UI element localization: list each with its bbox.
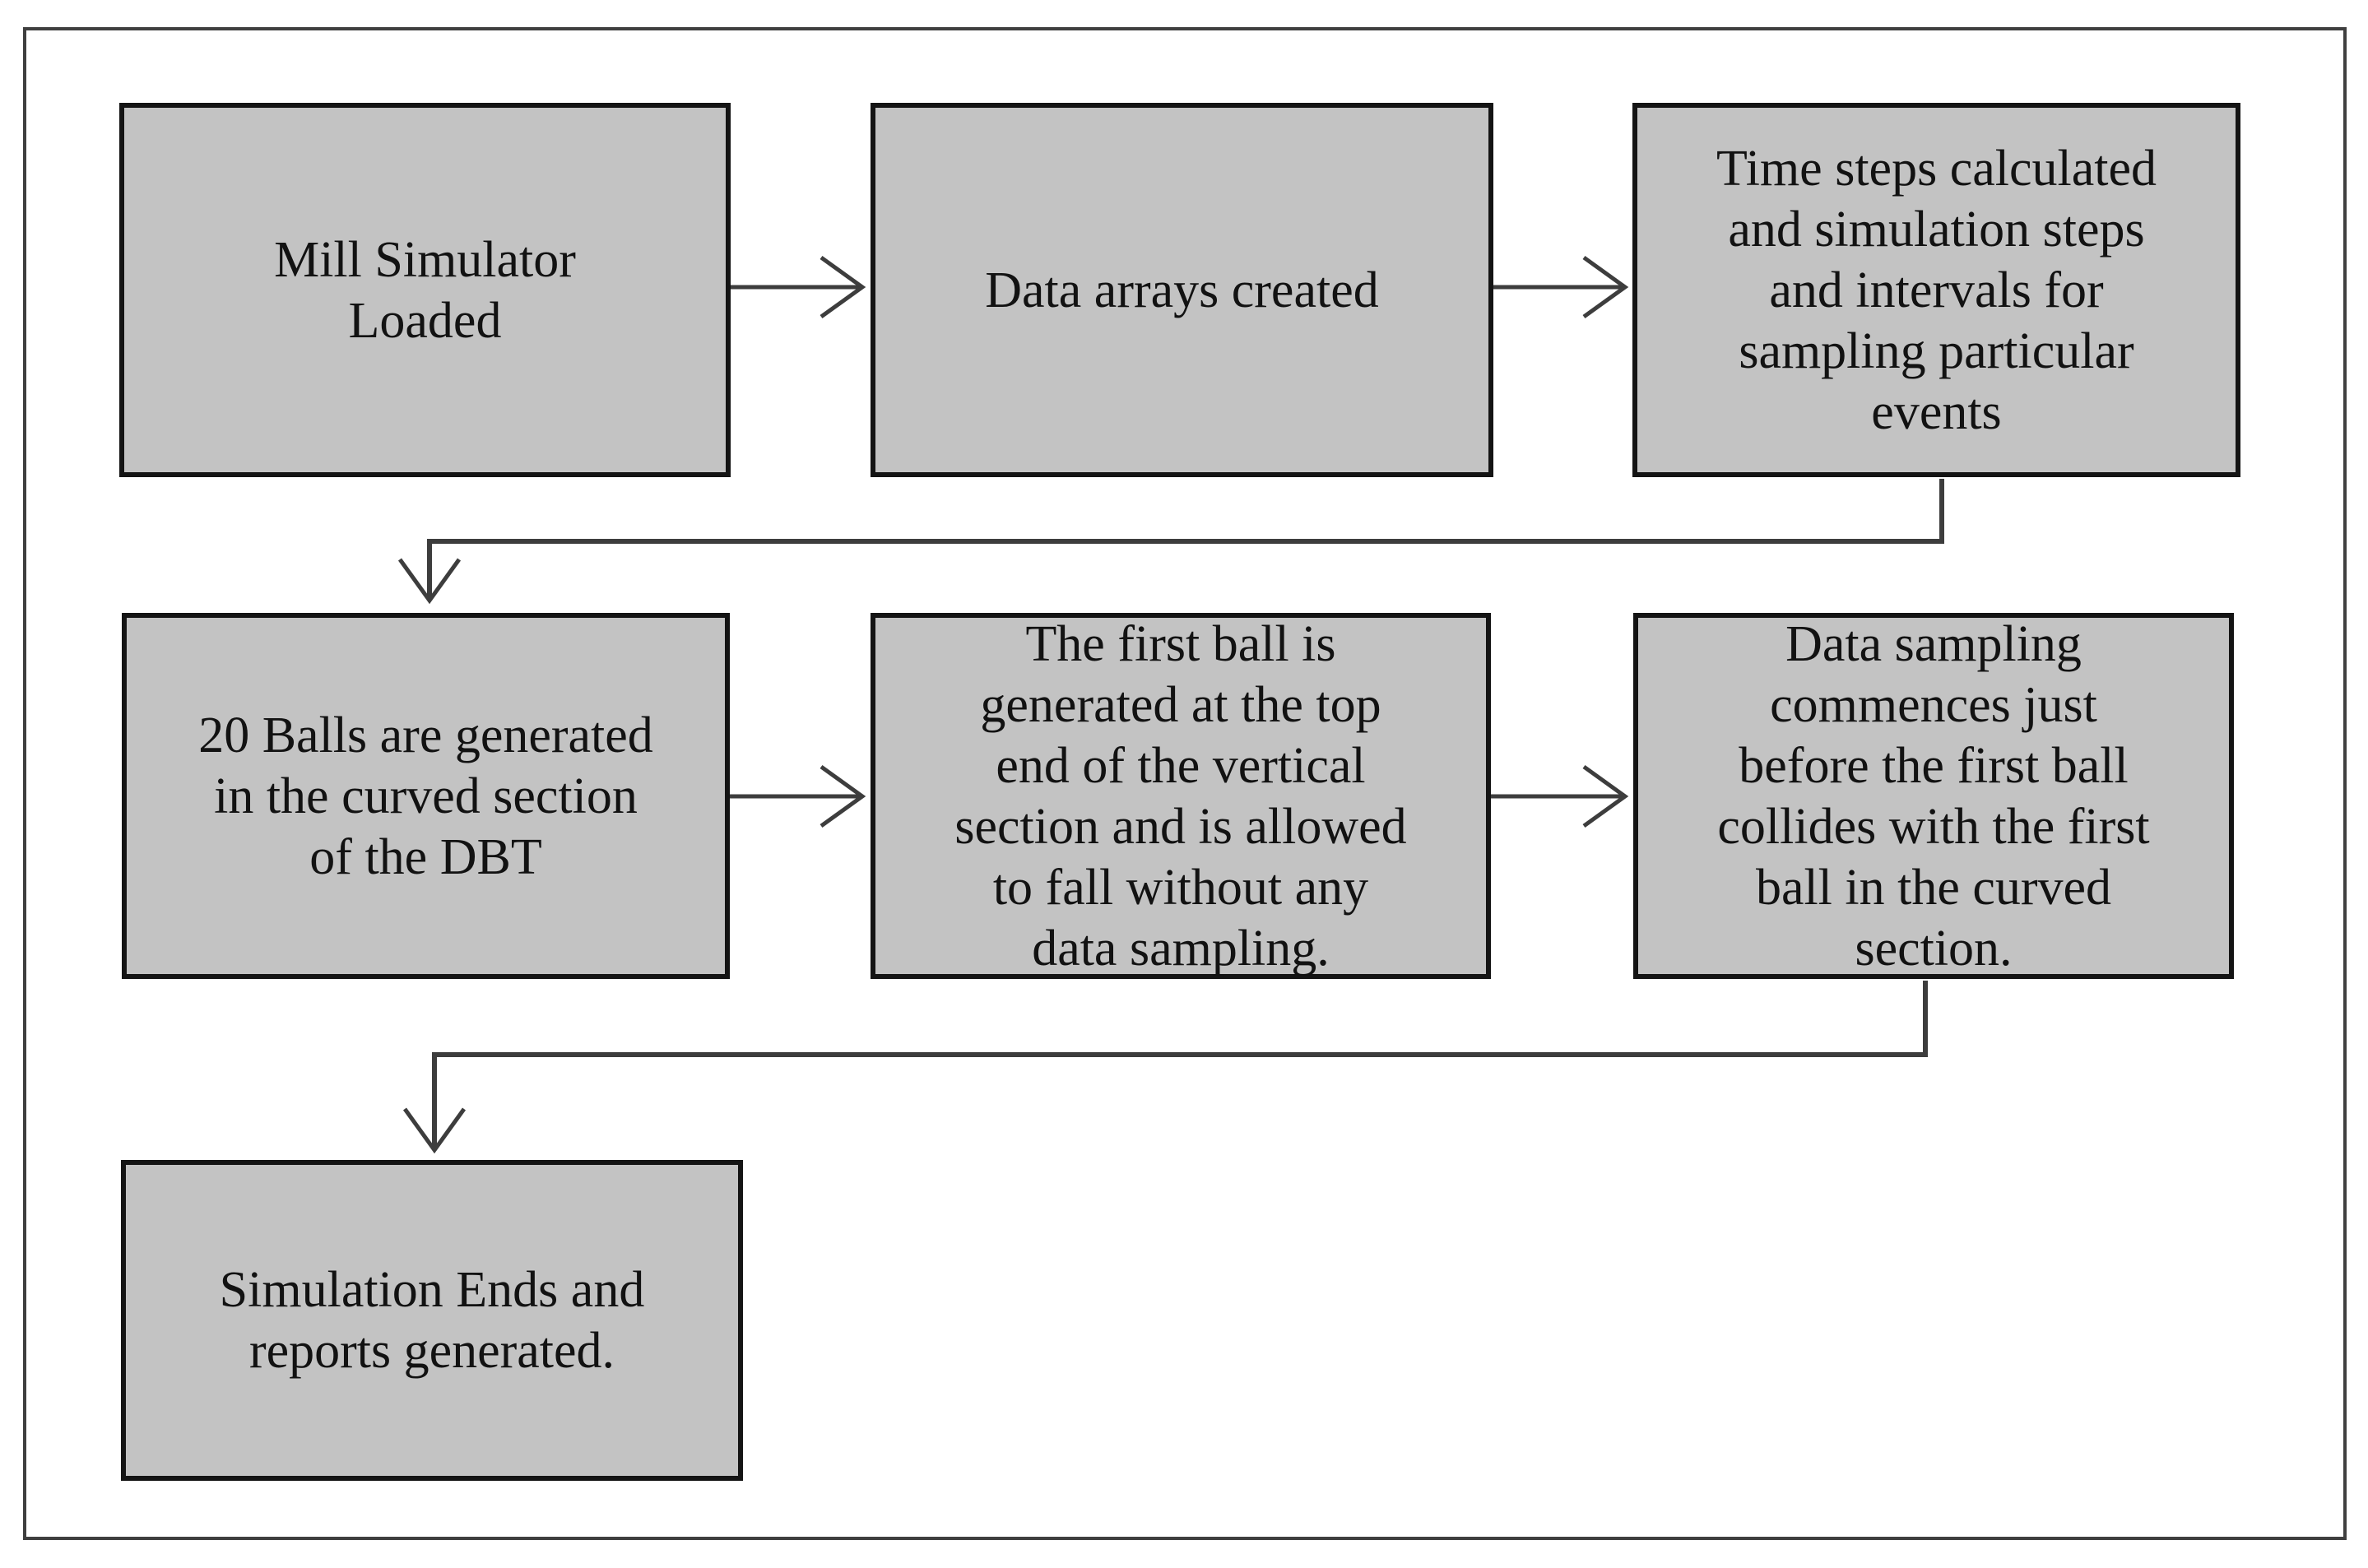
box-data-arrays-created-text: Data arrays created: [985, 262, 1379, 318]
box-time-steps-calculated-text: Time steps calculated and simulation ste…: [1716, 140, 2157, 440]
box-data-sampling-commences-text: Data sampling commences just before the …: [1717, 615, 2150, 977]
box-mill-simulator-loaded-text: Mill Simulator Loaded: [274, 231, 576, 349]
box-first-ball-generated: The first ball is generated at the top e…: [871, 613, 1491, 979]
box-first-ball-generated-text: The first ball is generated at the top e…: [954, 615, 1407, 977]
box-data-sampling-commences: Data sampling commences just before the …: [1633, 613, 2234, 979]
box-balls-generated-text: 20 Balls are generated in the curved sec…: [198, 707, 653, 885]
box-simulation-ends-text: Simulation Ends and reports generated.: [219, 1262, 645, 1379]
box-time-steps-calculated: Time steps calculated and simulation ste…: [1632, 103, 2240, 477]
box-mill-simulator-loaded: Mill Simulator Loaded: [119, 103, 731, 477]
box-balls-generated: 20 Balls are generated in the curved sec…: [122, 613, 730, 979]
box-data-arrays-created: Data arrays created: [871, 103, 1493, 477]
box-simulation-ends: Simulation Ends and reports generated.: [121, 1160, 743, 1481]
